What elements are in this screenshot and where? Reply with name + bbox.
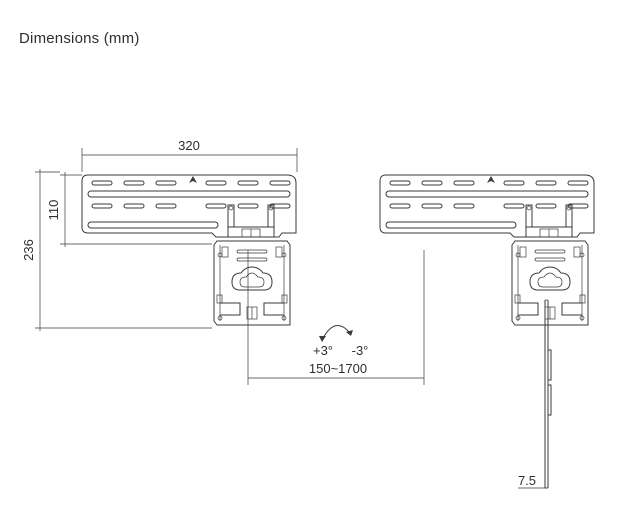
dimension-height-upper-label: 110	[46, 200, 61, 221]
dimension-width-label: 320	[178, 138, 200, 153]
dimension-height-total: 236	[21, 169, 212, 331]
page-title: Dimensions (mm)	[19, 30, 140, 47]
dimension-width: 320	[81, 138, 298, 172]
bracket-left	[81, 174, 297, 326]
dimension-spacing-label: 150~1700	[309, 361, 367, 376]
bracket-right	[379, 174, 595, 326]
tilt-minus-label: -3°	[352, 343, 369, 358]
side-view: 7.5	[518, 299, 552, 489]
dimension-height-upper: 110	[46, 172, 212, 247]
tilt-plus-label: +3°	[313, 343, 333, 358]
dimension-height-total-label: 236	[21, 239, 36, 261]
dimension-depth-label: 7.5	[518, 473, 536, 488]
tilt-indicator: +3° -3°	[313, 325, 368, 358]
dimension-spacing: 150~1700	[247, 250, 425, 385]
